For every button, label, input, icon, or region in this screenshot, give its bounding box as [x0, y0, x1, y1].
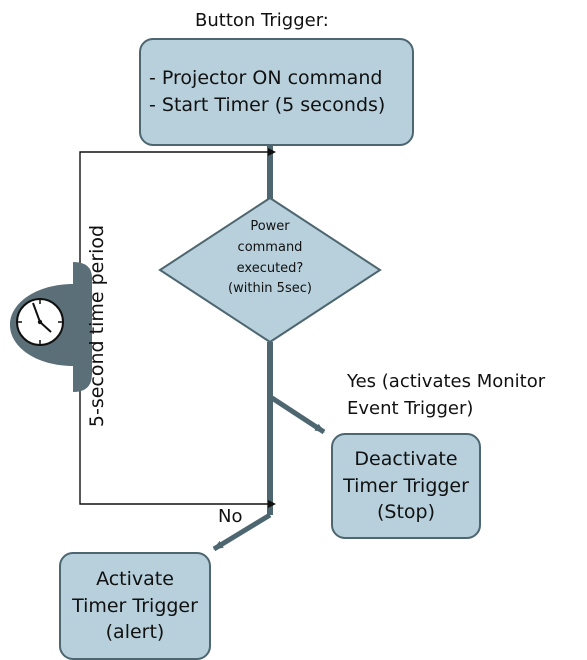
no-box-line-1: Activate	[96, 568, 174, 591]
deactivate-timer-box: Deactivate Timer Trigger (Stop)	[331, 433, 481, 539]
no-branch-label: No	[218, 506, 243, 527]
timer-loop-arrowhead-bottom	[268, 500, 276, 508]
start-box-line-2: - Start Timer (5 seconds)	[149, 94, 386, 116]
decision-line-2: command	[237, 239, 303, 255]
yes-box-line-1: Deactivate	[354, 448, 458, 471]
yes-branch-label: Yes (activates Monitor Event Trigger)	[347, 368, 545, 422]
start-process-box: - Projector ON command - Start Timer (5 …	[139, 38, 414, 146]
no-box-line-2: Timer Trigger	[72, 594, 198, 617]
timer-loop-arrowhead-top	[268, 148, 276, 156]
decision-text: Power command executed? (within 5sec)	[193, 217, 347, 300]
decision-line-1: Power	[250, 219, 290, 234]
yes-box-line-3: (Stop)	[376, 501, 436, 524]
start-box-line-1: - Projector ON command	[149, 67, 383, 90]
clock-icon	[10, 262, 92, 392]
no-box-line-3: (alert)	[105, 621, 165, 644]
yes-branch-arrow	[270, 395, 326, 435]
timer-period-label: 5-second time period	[86, 224, 108, 428]
no-branch-arrow	[212, 512, 272, 552]
timer-loop-line	[79, 151, 268, 505]
decision-line-4: (within 5sec)	[228, 281, 312, 297]
yes-label-line-1: Yes (activates Monitor	[347, 371, 546, 392]
activate-timer-box: Activate Timer Trigger (alert)	[59, 552, 211, 660]
yes-box-line-2: Timer Trigger	[343, 474, 469, 497]
decision-line-3: executed?	[236, 260, 304, 276]
button-trigger-label: Button Trigger:	[195, 10, 329, 31]
yes-label-line-2: Event Trigger)	[347, 398, 474, 419]
